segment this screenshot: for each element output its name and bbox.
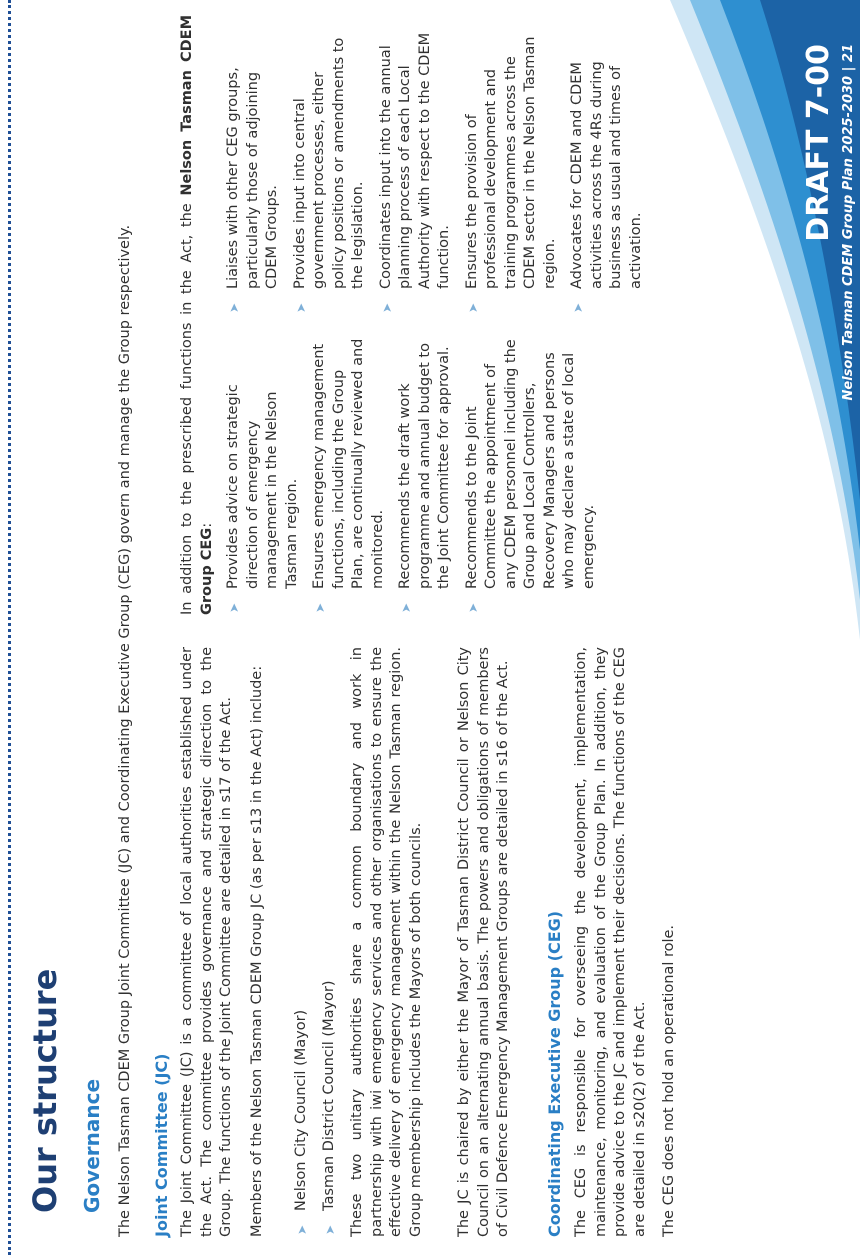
arrow-bullet-icon: ➤ xyxy=(293,302,308,313)
arrow-bullet-icon: ➤ xyxy=(379,302,394,313)
arrow-bullet-icon: ➤ xyxy=(571,302,585,313)
list-item: ➤Provides advice on strategic direction … xyxy=(225,384,300,613)
functions-list-col1: ➤Provides advice on strategic direction … xyxy=(224,335,607,615)
ceg-heading: Coordinating Executive Group (CEG) xyxy=(545,910,564,1237)
jc-paragraph-2: Members of the Nelson Tasman CDEM Group … xyxy=(249,665,265,1237)
arrow-bullet-icon: ➤ xyxy=(465,302,480,313)
functions-list-col2: ➤Liaises with other CEG groups, particul… xyxy=(224,25,654,315)
jc-paragraph-4: The JC is chaired by either the Mayor of… xyxy=(456,647,511,1237)
arrow-bullet-icon: ➤ xyxy=(322,1224,337,1235)
list-item: ➤Liaises with other CEG groups, particul… xyxy=(225,67,280,313)
footer-wave-graphic xyxy=(670,0,860,640)
list-item: ➤Nelson City Council (Mayor) xyxy=(293,1009,309,1235)
governance-heading: Governance xyxy=(80,1078,104,1213)
ceg-paragraph-1: The CEG is responsible for overseeing th… xyxy=(573,647,648,1237)
draft-label: DRAFT 7-00 xyxy=(801,44,836,242)
list-item: ➤Coordinates input into the annual plann… xyxy=(377,32,453,313)
list-item: ➤Recommends the draft work programme and… xyxy=(397,343,452,613)
arrow-bullet-icon: ➤ xyxy=(227,602,241,613)
list-item: ➤Advocates for CDEM and CDEM activities … xyxy=(569,61,644,313)
arrow-bullet-icon: ➤ xyxy=(313,602,327,613)
arrow-bullet-icon: ➤ xyxy=(465,602,480,613)
list-item: ➤Ensures emergency management functions,… xyxy=(311,338,386,613)
list-item: ➤Ensures the provision of professional d… xyxy=(463,36,558,314)
list-item: ➤Tasman District Council (Mayor) xyxy=(320,980,337,1235)
dotted-divider xyxy=(8,0,11,1255)
arrow-bullet-icon: ➤ xyxy=(399,602,413,613)
jc-paragraph-1: The Joint Committee (JC) is a committee … xyxy=(179,647,234,1237)
list-item: ➤Recommends to the Joint Committee the a… xyxy=(463,339,597,613)
jc-paragraph-3: These two unitary authorities share a co… xyxy=(349,647,424,1237)
jc-heading: Joint Committee (JC) xyxy=(152,1053,171,1238)
page-title: Our structure xyxy=(26,968,64,1213)
arrow-bullet-icon: ➤ xyxy=(227,302,241,313)
governance-intro: The Nelson Tasman CDEM Group Joint Commi… xyxy=(117,224,133,1237)
footer-text: Nelson Tasman CDEM Group Plan 2025-2030 … xyxy=(841,44,856,401)
ceg-paragraph-2: The CEG does not hold an operational rol… xyxy=(661,924,677,1237)
arrow-bullet-icon: ➤ xyxy=(295,1224,309,1235)
jc-members-list: ➤Nelson City Council (Mayor) ➤Tasman Dis… xyxy=(292,647,347,1237)
functions-intro: In addition to the prescribed functions … xyxy=(179,15,215,615)
list-item: ➤Provides input into central government … xyxy=(291,37,367,313)
